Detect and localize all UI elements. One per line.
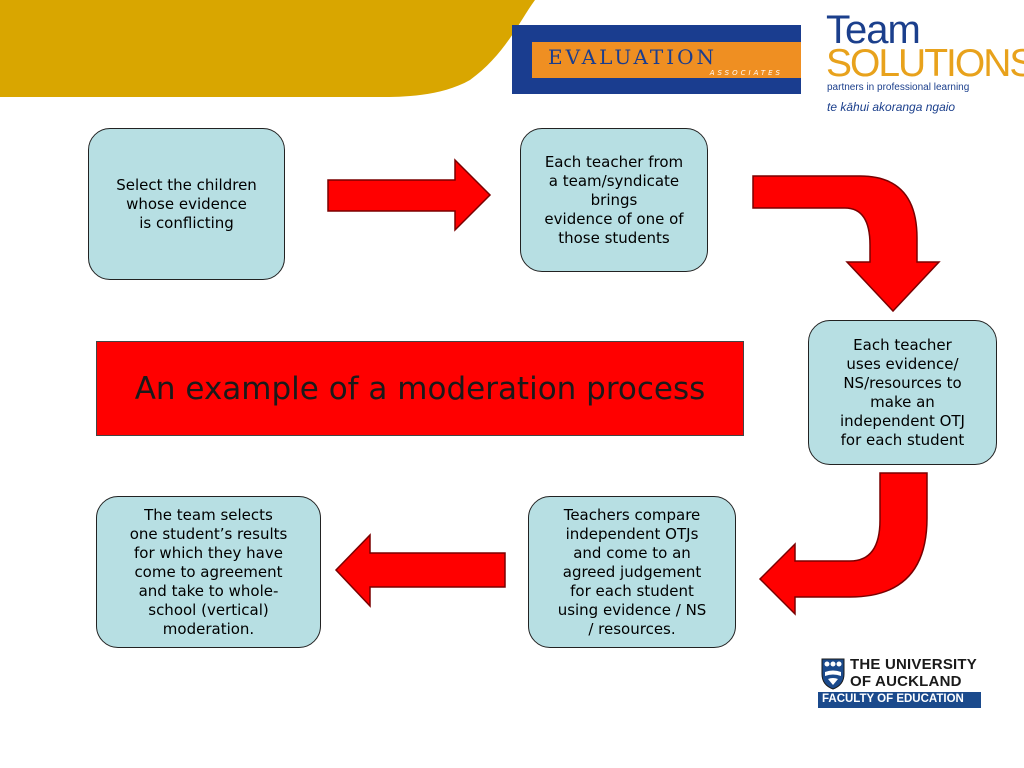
step-3-text: Each teacher uses evidence/ NS/resources…: [840, 335, 965, 449]
faculty-bar: FACULTY OF EDUCATION: [818, 692, 981, 708]
page-title: An example of a moderation process: [134, 370, 706, 407]
arrow-curve-left-icon: [758, 472, 928, 616]
step-2-box: Each teacher from a team/syndicate bring…: [520, 128, 708, 272]
university-of-auckland-logo: THE UNIVERSITY OF AUCKLAND FACULTY OF ED…: [818, 656, 983, 712]
step-3-box: Each teacher uses evidence/ NS/resources…: [808, 320, 997, 465]
evaluation-associates-logo: EVALUATION ASSOCIATES: [512, 25, 801, 94]
step-5-text: The team selects one student’s results f…: [129, 505, 288, 638]
step-1-text: Select the children whose evidence is co…: [116, 175, 257, 232]
logo-band: [532, 42, 801, 78]
team-solutions-logo: Team SOLUTIONS partners in professional …: [820, 8, 1024, 122]
university-name-line1: THE UNIVERSITY: [850, 656, 977, 673]
corner-decoration: [0, 0, 535, 97]
arrow-right-icon: [327, 158, 492, 232]
logo-maori-tagline: te kāhui akoranga ngaio: [827, 100, 956, 114]
step-5-box: The team selects one student’s results f…: [96, 496, 321, 648]
university-name-line2: OF AUCKLAND: [850, 673, 962, 690]
logo-tagline: partners in professional learning: [827, 82, 970, 93]
step-4-box: Teachers compare independent OTJs and co…: [528, 496, 736, 648]
logo-team-text: Team: [826, 8, 921, 52]
faculty-name: FACULTY OF EDUCATION: [822, 693, 964, 705]
logo-wordmark: EVALUATION: [548, 45, 718, 69]
logo-solutions-text: SOLUTIONS: [826, 42, 1024, 85]
crest-icon: [821, 658, 845, 690]
title-banner: An example of a moderation process: [96, 341, 744, 436]
step-1-box: Select the children whose evidence is co…: [88, 128, 285, 280]
arrow-left-icon: [334, 533, 506, 608]
step-2-text: Each teacher from a team/syndicate bring…: [544, 152, 684, 247]
arrow-curve-down-icon: [752, 175, 941, 313]
step-4-text: Teachers compare independent OTJs and co…: [557, 505, 707, 638]
logo-subtitle: ASSOCIATES: [709, 69, 783, 77]
